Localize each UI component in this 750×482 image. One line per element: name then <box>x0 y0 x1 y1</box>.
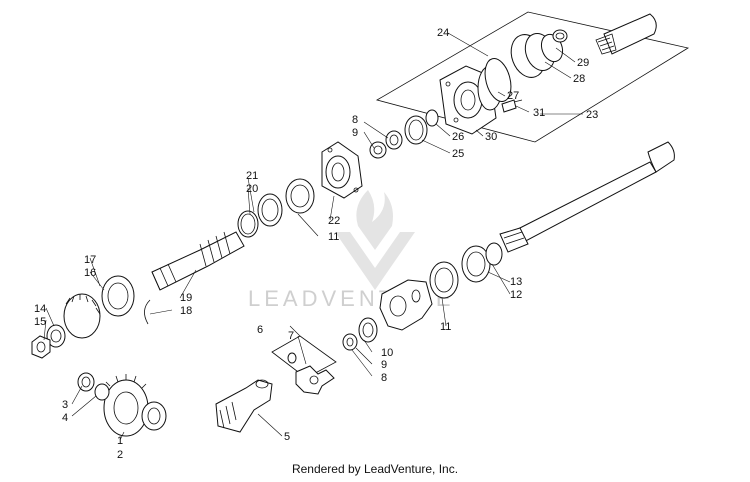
callout-4: 4 <box>62 412 68 424</box>
callout-12: 12 <box>510 289 522 301</box>
part-seal-ring <box>484 58 512 102</box>
part-ring-20 <box>237 210 259 238</box>
callout-1: 1 <box>117 435 123 447</box>
callout-31: 31 <box>533 107 545 119</box>
part-ring-gear <box>103 374 167 437</box>
part-u-joint-cross <box>287 352 335 395</box>
callout-28: 28 <box>573 73 585 85</box>
leader-lines <box>43 32 583 441</box>
callout-labels: 1 2 3 4 5 6 7 8 9 10 11 12 13 14 15 16 1… <box>34 27 598 461</box>
callout-3: 3 <box>62 399 68 411</box>
callout-11: 11 <box>328 231 339 243</box>
footer-credit: Rendered by LeadVenture, Inc. <box>291 462 459 476</box>
callout-9-lower: 9 <box>381 359 387 371</box>
callout-11-lower: 11 <box>440 321 451 333</box>
callout-6: 6 <box>257 324 263 336</box>
part-yoke-5 <box>215 379 273 433</box>
part-clamp <box>552 29 568 43</box>
callout-14: 14 <box>34 303 46 315</box>
part-snap-ring <box>144 299 151 325</box>
callout-15: 15 <box>34 316 46 328</box>
callout-30: 30 <box>485 131 497 143</box>
callout-9: 9 <box>352 127 358 139</box>
callout-8-lower: 8 <box>381 372 387 384</box>
part-washer-26 <box>425 109 439 127</box>
callout-21: 21 <box>246 170 258 182</box>
part-bearing-11-upper <box>257 178 315 227</box>
part-bearing-upper <box>369 130 403 159</box>
part-bearing-11-lower <box>429 261 459 299</box>
part-nut-3 <box>77 372 110 401</box>
part-bearing-12 <box>461 242 503 283</box>
part-input-shaft <box>151 231 245 291</box>
callout-16: 16 <box>84 267 96 279</box>
callout-8: 8 <box>352 114 358 126</box>
callout-27: 27 <box>507 90 519 102</box>
assembly-bracket-23 <box>375 11 690 143</box>
part-bolt <box>501 99 523 113</box>
callout-19: 19 <box>180 292 192 304</box>
callout-13: 13 <box>510 276 522 288</box>
callout-23: 23 <box>586 109 598 121</box>
part-ring-25 <box>404 115 428 145</box>
callout-18: 18 <box>180 305 192 317</box>
assembly-bracket-6 <box>271 335 337 379</box>
part-yoke-10 <box>379 279 433 331</box>
callout-2: 2 <box>117 449 123 461</box>
callout-5: 5 <box>284 431 290 443</box>
callout-22: 22 <box>328 215 340 227</box>
callout-25: 25 <box>452 148 464 160</box>
part-output-shaft <box>499 141 675 253</box>
callout-7: 7 <box>288 330 294 342</box>
part-axle-stub <box>595 13 657 55</box>
part-nut-14 <box>31 324 66 359</box>
callout-24: 24 <box>437 27 449 39</box>
callout-20: 20 <box>246 183 258 195</box>
callout-17: 17 <box>84 254 96 266</box>
part-bearing-lower <box>342 317 378 351</box>
callout-29: 29 <box>577 57 589 69</box>
callout-10: 10 <box>381 347 393 359</box>
part-bevel-pinion <box>63 293 101 339</box>
callout-26: 26 <box>452 131 464 143</box>
part-hub-flange <box>321 141 363 199</box>
part-bearing-16 <box>101 275 135 317</box>
